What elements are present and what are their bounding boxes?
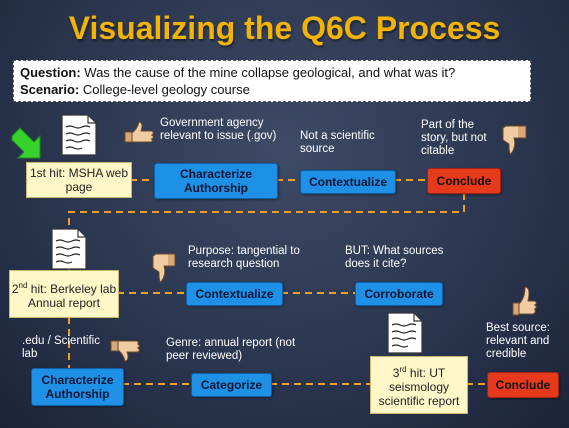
conclude-node: Conclude [487,372,559,398]
thumbs-down-icon [152,253,176,283]
green-arrow-icon [11,127,41,159]
note-genre: Genre: annual report (not peer reviewed) [166,337,296,362]
document-icon [61,114,97,156]
question-text: Was the cause of the mine collapse geolo… [80,65,456,80]
contextualize-node: Contextualize [186,282,283,306]
document-icon [387,312,423,354]
thumbs-up-icon [124,121,154,143]
thumbs-up-icon [512,286,537,316]
scenario-label: Scenario: [20,82,80,97]
characterize-authorship-node: Characterize Authorship [154,163,278,199]
hit-label: 1st hit: MSHA web page [29,166,129,194]
corroborate-node: Corroborate [355,282,443,306]
note-not-scientific: Not a scientific source [300,130,375,155]
note-edu: .edu / Scientific lab [22,335,100,360]
connector-line [68,193,465,270]
thumbs-down-icon [502,125,527,155]
thumbs-down-icon [110,340,140,362]
contextualize-node: Contextualize [300,170,396,194]
question-line: Question: Was the cause of the mine coll… [20,65,455,80]
note-gov: Government agency relevant to issue (.go… [160,117,277,142]
hit-label: 2nd hit: Berkeley lab Annual report [11,280,117,310]
scenario-text: College-level geology course [79,82,250,97]
note-but-sources: BUT: What sources does it cite? [345,245,444,270]
note-best-source: Best source: relevant and credible [486,322,550,360]
question-label: Question: [20,65,81,80]
conclude-node: Conclude [427,168,501,194]
note-purpose: Purpose: tangential to research question [188,245,300,270]
hit-label: 3rd hit: UT seismology scientific report [378,364,460,408]
categorize-node: Categorize [191,373,272,397]
question-box: Question: Was the cause of the mine coll… [13,60,531,102]
characterize-authorship-node: Characterize Authorship [31,368,124,406]
hit-box-berkeley: 2nd hit: Berkeley lab Annual report [9,270,119,318]
page-title: Visualizing the Q6C Process [68,10,501,46]
hit-box-ut: 3rd hit: UT seismology scientific report [370,356,468,414]
document-icon [51,228,87,270]
scenario-line: Scenario: College-level geology course [20,82,250,97]
note-part-of-story: Part of the story, but not citable [421,119,487,157]
hit-box-msha: 1st hit: MSHA web page [26,162,132,198]
